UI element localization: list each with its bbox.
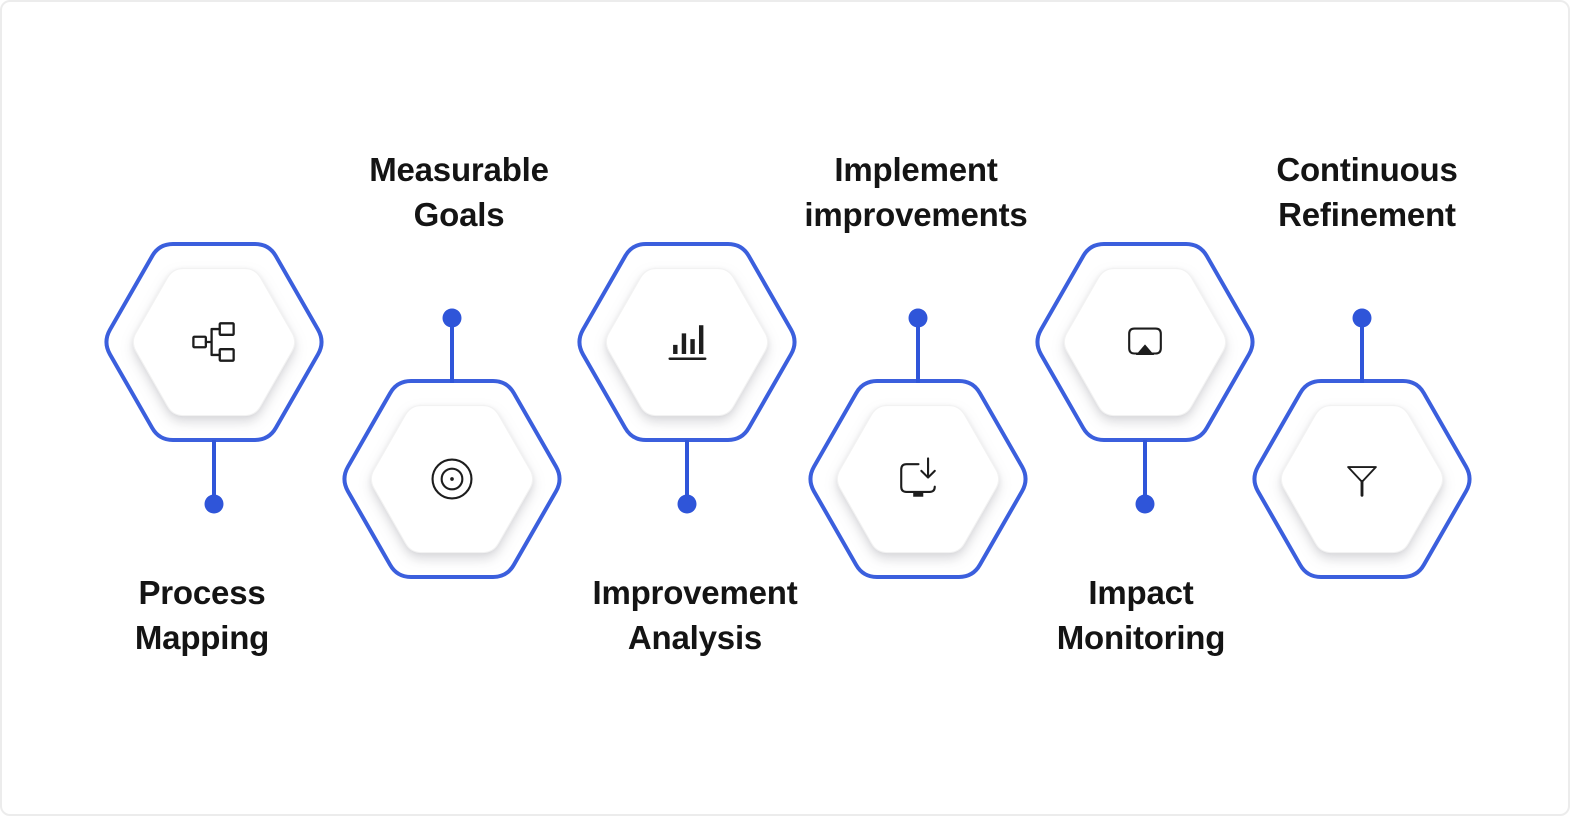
connector-line bbox=[908, 308, 928, 383]
step-label: Continuous Refinement bbox=[1207, 147, 1527, 237]
step-label: Measurable Goals bbox=[299, 147, 619, 237]
hierarchy-icon bbox=[192, 322, 235, 362]
step-label-line: Goals bbox=[413, 196, 505, 233]
bar-chart-icon bbox=[668, 325, 707, 361]
step-label-line: Refinement bbox=[1278, 196, 1456, 233]
hexagon-shape bbox=[104, 242, 324, 442]
step-node-improvement-analysis: Improvement Analysis bbox=[574, 242, 800, 656]
connector-line bbox=[677, 440, 697, 514]
target-icon bbox=[431, 458, 473, 500]
step-label-line: Mapping bbox=[134, 619, 270, 656]
step-label-line: Process bbox=[138, 574, 266, 611]
step-label: Process Mapping bbox=[42, 570, 362, 660]
step-node-continuous-refinement: Continuous Refinement bbox=[1249, 151, 1475, 579]
step-label-line: Measurable bbox=[369, 151, 549, 188]
step-label-line: Continuous bbox=[1276, 151, 1458, 188]
step-label: Improvement Analysis bbox=[535, 570, 855, 660]
step-node-impact-monitoring: Impact Monitoring bbox=[1032, 242, 1258, 656]
connector-line bbox=[442, 308, 462, 383]
step-label-line: Analysis bbox=[627, 619, 763, 656]
connector-line bbox=[1135, 440, 1155, 514]
step-node-process-mapping: Process Mapping bbox=[101, 242, 327, 656]
funnel-icon bbox=[1347, 466, 1377, 497]
step-label-line: Impact bbox=[1088, 574, 1194, 611]
step-node-measurable-goals: Measurable Goals bbox=[339, 151, 565, 579]
step-label-line: Monitoring bbox=[1056, 619, 1226, 656]
connector-line bbox=[204, 440, 224, 514]
step-label-line: Implement bbox=[834, 151, 998, 188]
hexagon-shape bbox=[808, 379, 1028, 579]
connector-line bbox=[1352, 308, 1372, 383]
step-label: Impact Monitoring bbox=[981, 570, 1301, 660]
screen-share-icon bbox=[1128, 327, 1162, 355]
step-node-implement-improvements: Implement improvements bbox=[804, 151, 1031, 579]
hexagon-shape bbox=[1252, 379, 1472, 579]
monitor-download-icon bbox=[900, 457, 936, 497]
step-label: Implement improvements bbox=[756, 147, 1076, 237]
hexagon-shape bbox=[577, 242, 797, 442]
step-label-line: Improvement bbox=[592, 574, 798, 611]
hexagon-shape bbox=[1035, 242, 1255, 442]
step-label-line: improvements bbox=[804, 196, 1028, 233]
